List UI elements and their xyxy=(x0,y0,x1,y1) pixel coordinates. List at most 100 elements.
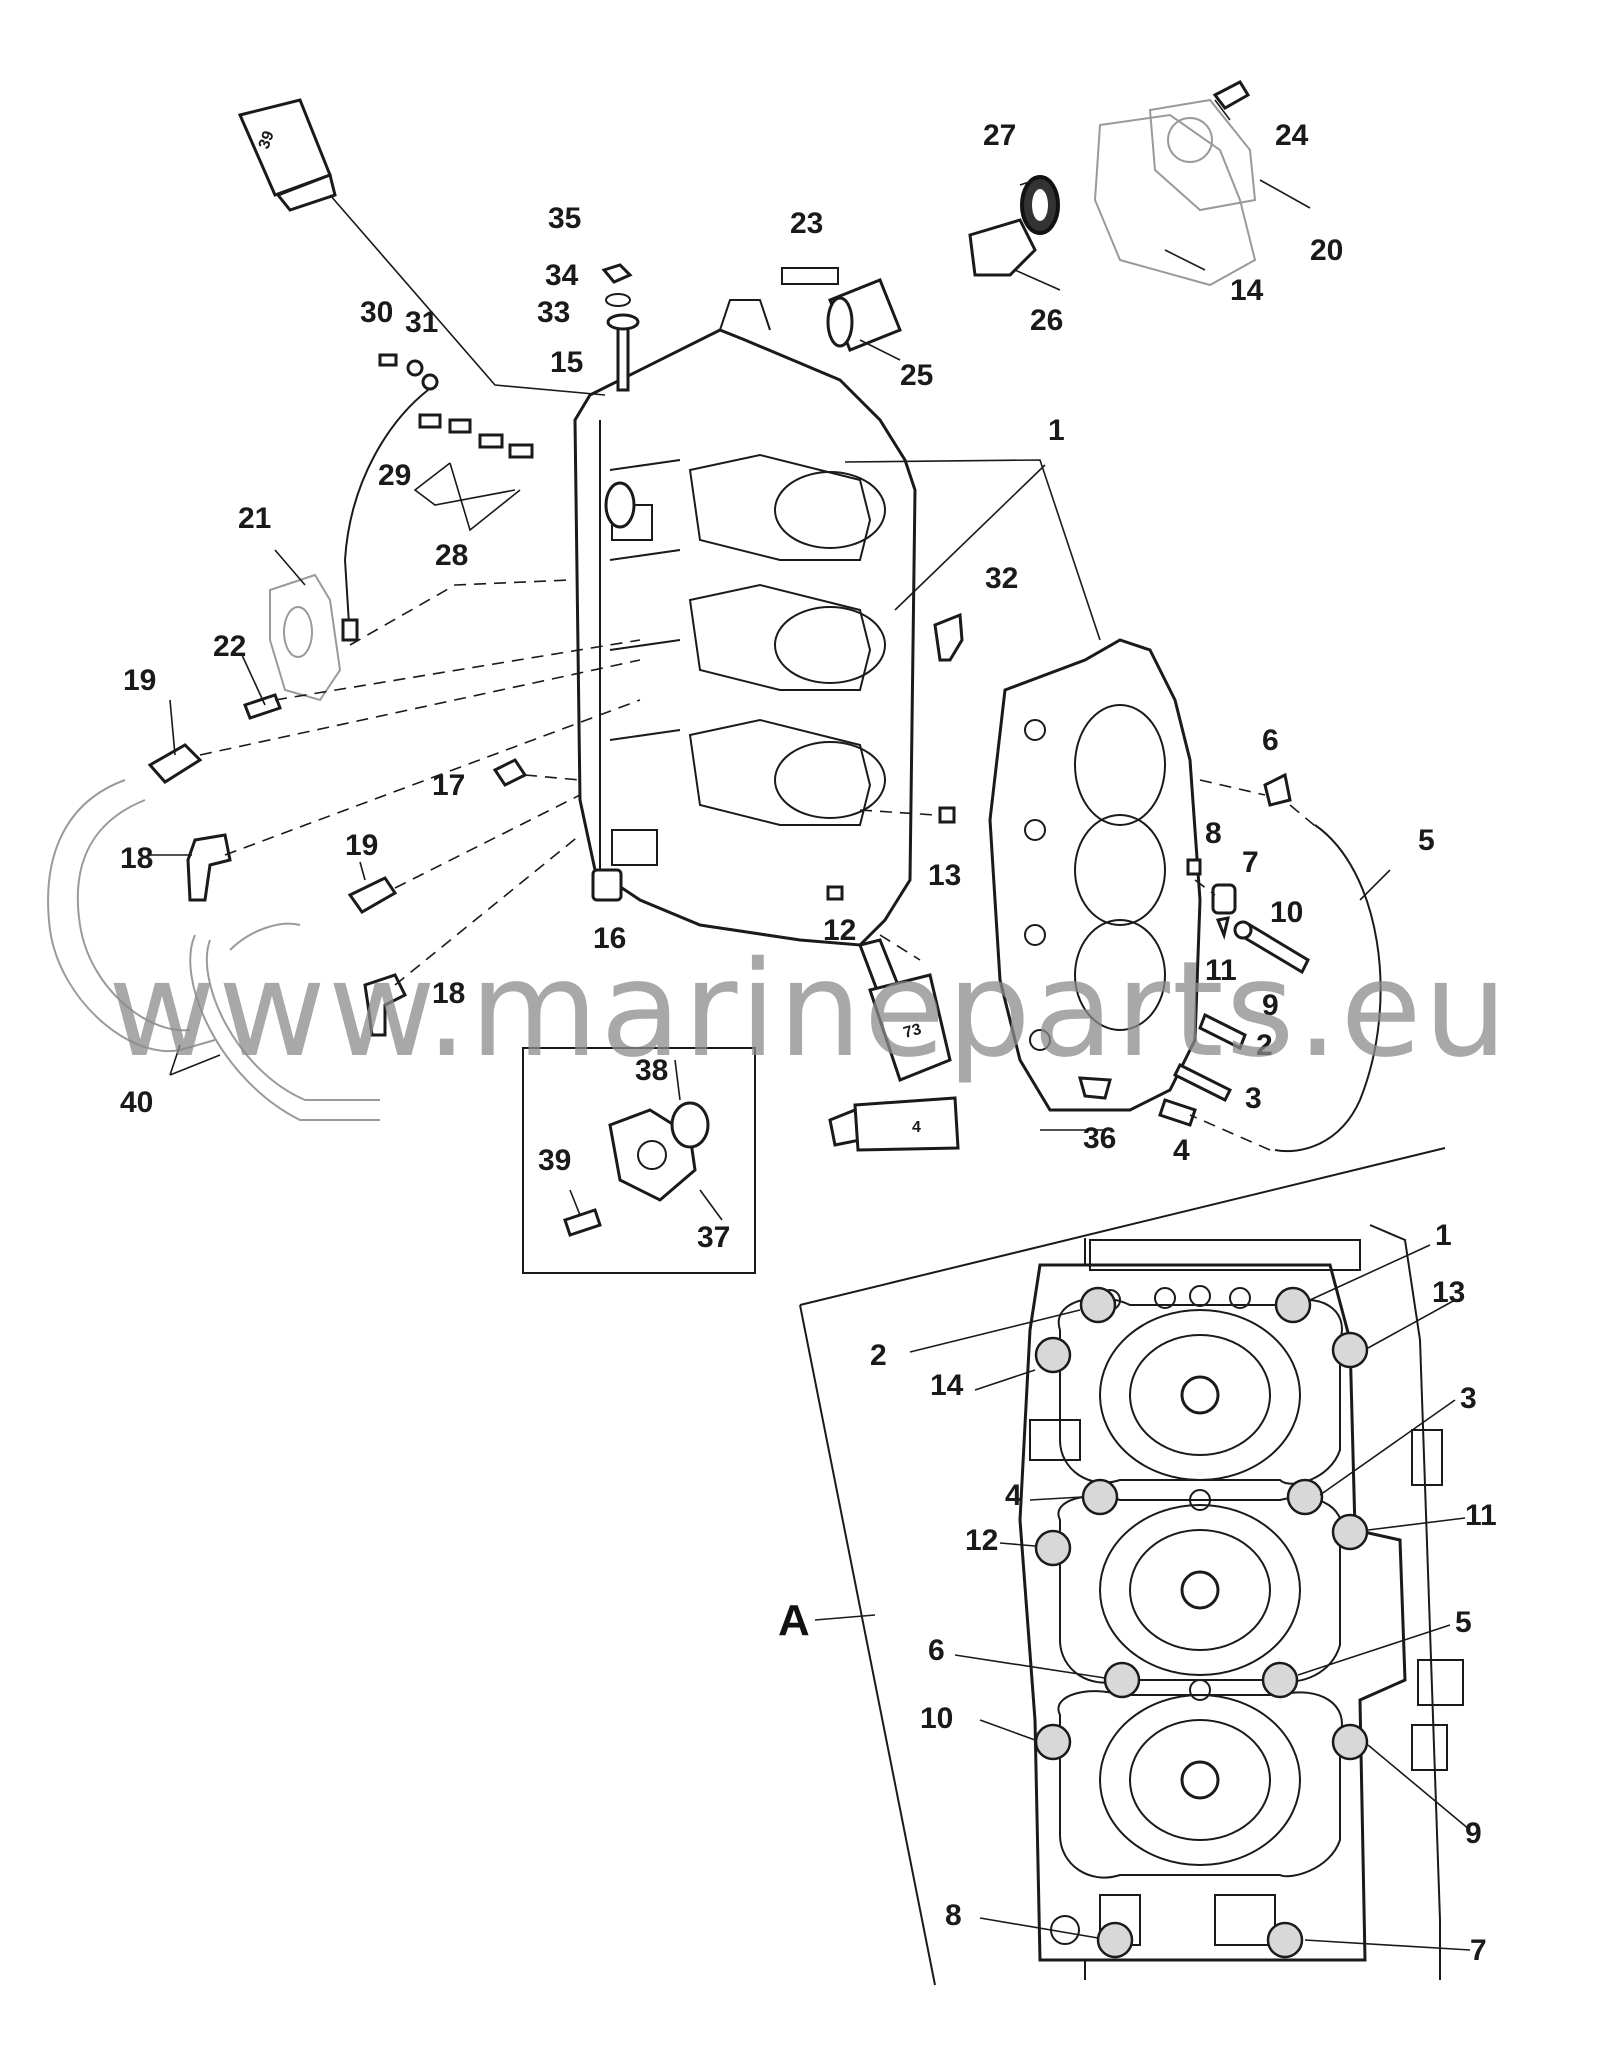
seq-label-9: 9 xyxy=(1465,1817,1482,1850)
thermostat-cover xyxy=(1093,98,1257,287)
stud-and-washers xyxy=(601,263,640,392)
part-13 xyxy=(938,806,956,824)
callout-14: 14 xyxy=(1230,274,1264,307)
sealant-tube-middle: 73 xyxy=(858,938,952,1082)
seq-label-11: 11 xyxy=(1465,1499,1497,1532)
callout-20: 20 xyxy=(1310,234,1343,267)
callout-28: 28 xyxy=(435,539,468,572)
seq-label-3: 3 xyxy=(1460,1382,1477,1415)
sealant-tube-lower-label: 4 xyxy=(912,1119,921,1136)
seq-label-8: 8 xyxy=(945,1899,962,1932)
seq-bolt-6 xyxy=(1103,1661,1141,1699)
seq-bolt-9 xyxy=(1331,1723,1369,1761)
part-12 xyxy=(826,885,844,901)
plug-16 xyxy=(591,868,623,902)
callout-16: 16 xyxy=(593,922,626,955)
callout-10: 10 xyxy=(1270,896,1303,929)
part-8 xyxy=(1186,858,1202,876)
seq-label-6: 6 xyxy=(928,1634,945,1667)
fitting-36 xyxy=(1077,1076,1112,1100)
callout-35: 35 xyxy=(548,202,581,235)
part-11 xyxy=(1215,916,1230,940)
callout-30: 30 xyxy=(360,296,393,329)
seq-bolt-5 xyxy=(1261,1661,1299,1699)
seal-27 xyxy=(1020,175,1060,235)
dashed-assembly-lines xyxy=(199,579,1321,1151)
callout-37: 37 xyxy=(697,1221,730,1254)
callout-6: 6 xyxy=(1262,724,1279,757)
sealant-tube-top: 39 xyxy=(237,98,337,212)
seq-label-10: 10 xyxy=(920,1702,953,1735)
callout-21: 21 xyxy=(238,502,271,535)
callout-39: 39 xyxy=(538,1144,571,1177)
hose-5 xyxy=(1274,824,1382,1153)
callout-17: 17 xyxy=(432,769,465,802)
seq-label-13: 13 xyxy=(1432,1276,1465,1309)
seq-bolt-8 xyxy=(1096,1921,1134,1959)
seq-bolt-10 xyxy=(1034,1723,1072,1761)
washer-10 xyxy=(1233,920,1253,940)
hoses-40 xyxy=(47,779,380,1121)
callout-36: 36 xyxy=(1083,1122,1116,1155)
fittings-28-31 xyxy=(341,353,534,642)
callout-24: 24 xyxy=(1275,119,1309,152)
bolt-2 xyxy=(1198,1012,1247,1051)
callout-2: 2 xyxy=(1256,1029,1273,1062)
leader-lines xyxy=(150,99,1391,1221)
seq-bolt-11 xyxy=(1331,1513,1369,1551)
sealant-tube-lower: 4 xyxy=(828,1096,960,1152)
seq-bolt-3 xyxy=(1286,1478,1324,1516)
bolt-24 xyxy=(1212,80,1251,110)
bolt-3 xyxy=(1172,1062,1233,1103)
gasket-21 xyxy=(269,573,342,702)
fitting-32 xyxy=(933,612,964,662)
callout-13: 13 xyxy=(928,859,961,892)
torque-sequence-labels: 1 2 3 4 5 6 7 8 9 10 11 12 13 14 A xyxy=(778,1219,1497,1967)
callout-29: 29 xyxy=(378,459,411,492)
plug-17 xyxy=(492,758,528,787)
callout-9: 9 xyxy=(1262,989,1279,1022)
inset-box-37-39 xyxy=(522,1047,756,1274)
callout-4: 4 xyxy=(1173,1134,1190,1167)
sleeve-25 xyxy=(826,278,902,352)
callout-34: 34 xyxy=(545,259,579,292)
callout-40: 40 xyxy=(120,1086,153,1119)
seq-label-1: 1 xyxy=(1435,1219,1452,1252)
callout-27: 27 xyxy=(983,119,1016,152)
fitting-4 xyxy=(1158,1098,1197,1127)
fitting-6 xyxy=(1263,772,1292,807)
seq-bolt-2 xyxy=(1079,1286,1117,1324)
fitting-7 xyxy=(1211,883,1237,915)
cylinder-head xyxy=(988,638,1202,1112)
seq-label-2: 2 xyxy=(870,1339,887,1372)
callout-19a: 19 xyxy=(123,664,156,697)
seq-label-14: 14 xyxy=(930,1369,964,1402)
seq-bolt-1 xyxy=(1274,1286,1312,1324)
callout-15: 15 xyxy=(550,346,583,379)
callout-22: 22 xyxy=(213,630,246,663)
sealant-tube-middle-label: 73 xyxy=(902,1021,924,1042)
seq-bolt-14 xyxy=(1034,1336,1072,1374)
seq-label-5: 5 xyxy=(1455,1606,1472,1639)
decal-23 xyxy=(781,267,839,285)
seq-bolt-4 xyxy=(1081,1478,1119,1516)
callout-19b: 19 xyxy=(345,829,378,862)
callout-26: 26 xyxy=(1030,304,1063,337)
seq-label-7: 7 xyxy=(1470,1934,1487,1967)
exploded-callout-labels: 1 2 3 4 5 6 7 8 9 10 11 12 13 14 15 16 1… xyxy=(120,119,1435,1254)
callout-8: 8 xyxy=(1205,817,1222,850)
bolt-22 xyxy=(243,693,282,720)
sealant-tube-top-label: 39 xyxy=(256,129,278,152)
callout-32: 32 xyxy=(985,562,1018,595)
seq-label-12: 12 xyxy=(965,1524,998,1557)
callout-23: 23 xyxy=(790,207,823,240)
seq-label-4: 4 xyxy=(1005,1479,1022,1512)
fitting-19-upper xyxy=(147,743,203,784)
detail-view-letter: A xyxy=(778,1596,810,1645)
seq-bolt-12 xyxy=(1034,1529,1072,1567)
thermostat-26 xyxy=(968,218,1037,277)
callout-18a: 18 xyxy=(120,842,153,875)
callout-38: 38 xyxy=(635,1054,668,1087)
seq-bolt-7 xyxy=(1266,1921,1304,1959)
